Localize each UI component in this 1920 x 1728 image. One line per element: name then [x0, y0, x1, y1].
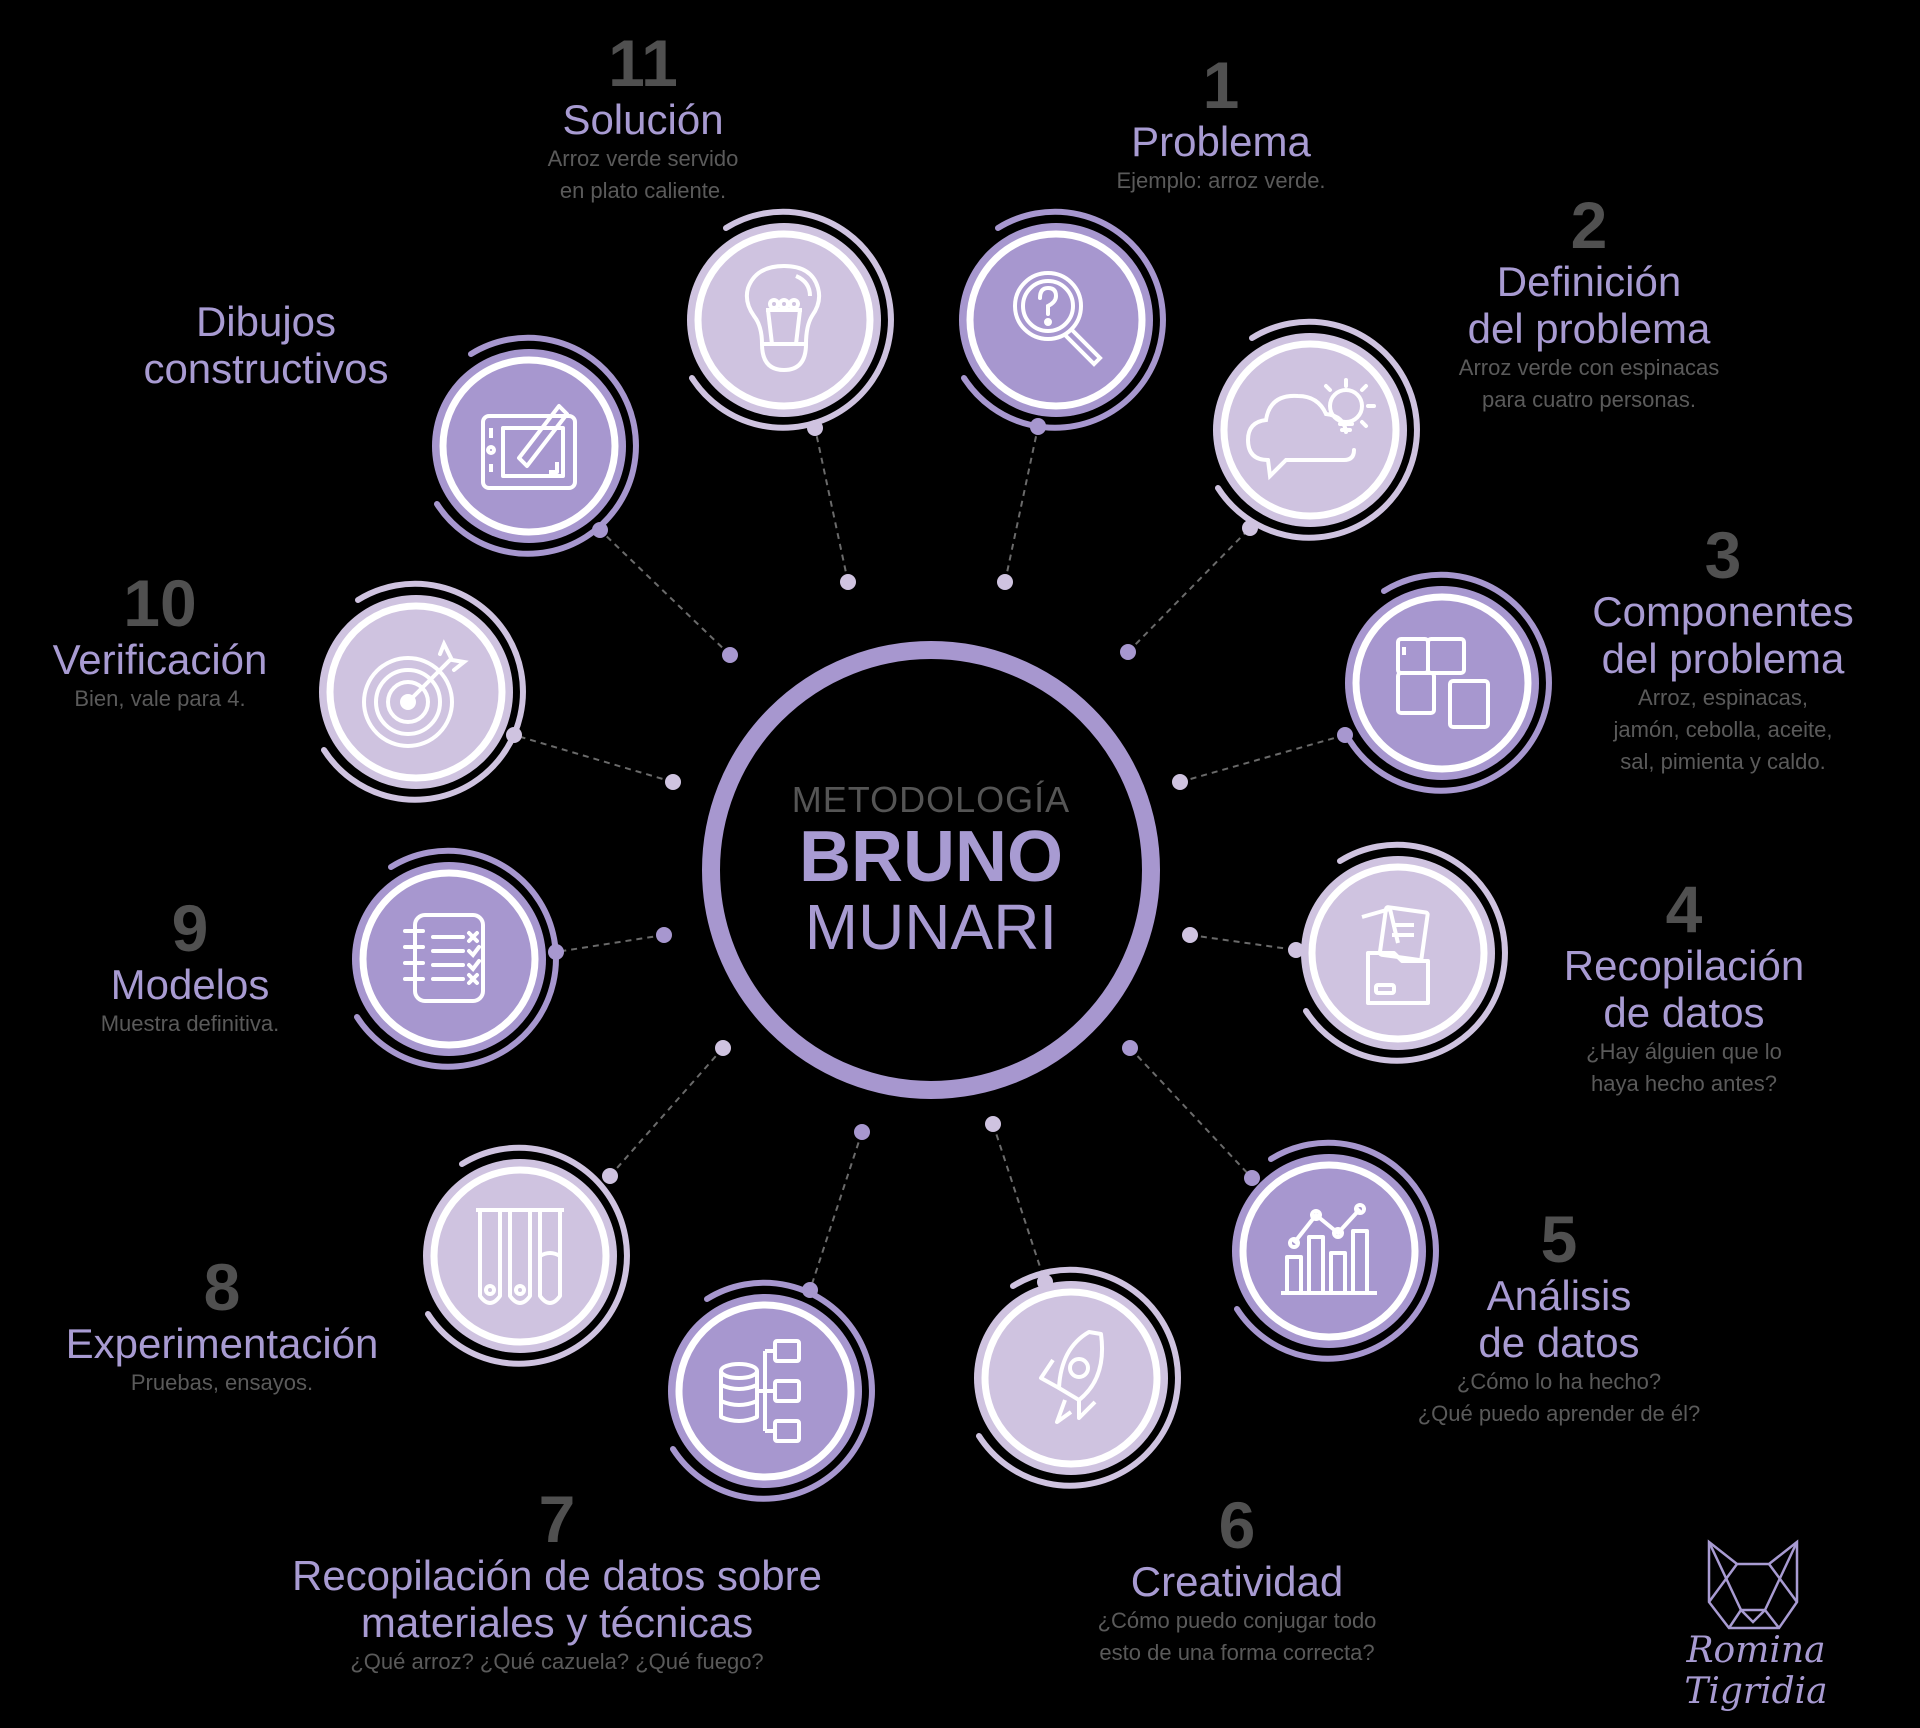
step-description: ¿Hay álguien que lo [1586, 1039, 1782, 1064]
step-2-label: 2 Definición del problema Arroz verde co… [1459, 192, 1719, 416]
step-description: Ejemplo: arroz verde. [1116, 168, 1326, 193]
step-3-node[interactable] [1345, 575, 1549, 791]
step-11-node[interactable] [687, 212, 891, 428]
step-title: Recopilación [1563, 942, 1805, 989]
step-10-node[interactable] [319, 584, 523, 800]
step-8-label: 8 Experimentación Pruebas, ensayos. [66, 1254, 379, 1399]
step-description: ¿Cómo puedo conjugar todo [1097, 1608, 1377, 1633]
step-12-node[interactable] [432, 338, 636, 554]
step-title: Definición [1496, 258, 1682, 305]
step-number: 3 [1704, 518, 1742, 592]
outer-dots [506, 419, 1353, 1298]
rocket-icon [1039, 1330, 1104, 1424]
step-title: Componentes [1592, 588, 1854, 635]
step-title-line2: del problema [1601, 635, 1845, 682]
step-7-node[interactable] [668, 1283, 872, 1499]
step-title: Análisis [1486, 1272, 1632, 1319]
step-9-label: 9 Modelos Muestra definitiva. [101, 895, 280, 1040]
step-description: Muestra definitiva. [100, 1011, 280, 1036]
step-title: Experimentación [65, 1320, 379, 1367]
step-number: 11 [608, 26, 678, 100]
checklist-notebook-icon [403, 913, 485, 1003]
step-title: Verificación [52, 636, 268, 683]
step-description-line2: para cuatro personas. [1481, 387, 1697, 412]
center-ring [702, 641, 1160, 1099]
step-description: ¿Qué arroz? ¿Qué cazuela? ¿Qué fuego? [350, 1649, 764, 1674]
step-description: Arroz verde servido [547, 146, 739, 171]
step-7-label: 7 Recopilación de datos sobre materiales… [292, 1486, 822, 1678]
database-folders-icon [719, 1339, 801, 1443]
signature: Romina Tigridia [1684, 1630, 1828, 1712]
step-title: Problema [1131, 118, 1311, 165]
bar-line-chart-icon [1281, 1203, 1377, 1295]
connectors [513, 426, 1346, 1291]
target-arrow-icon [362, 639, 469, 748]
step-description-line2: en plato caliente. [559, 178, 727, 203]
step-title: Creatividad [1130, 1558, 1344, 1605]
test-tubes-icon [476, 1208, 564, 1305]
step-5-label: 5 Análisis de datos ¿Cómo lo ha hecho? ¿… [1418, 1206, 1701, 1430]
cloud-lightbulb-icon [1245, 378, 1376, 481]
folder-documents-icon [1361, 905, 1430, 1005]
geometric-cat-head-icon [1707, 1539, 1799, 1630]
step-title: Solución [562, 96, 724, 143]
step-description: Bien, vale para 4. [74, 686, 246, 711]
step-6-label: 6 Creatividad ¿Cómo puedo conjugar todo … [1098, 1492, 1377, 1669]
step-10-label: 10 Verificación Bien, vale para 4. [53, 570, 268, 715]
step-description: Pruebas, ensayos. [130, 1370, 314, 1395]
step-11-label: 11 Solución Arroz verde servido en plato… [548, 30, 739, 207]
step-9-node[interactable] [352, 851, 556, 1067]
drawing-tablet-icon [481, 404, 577, 490]
step-number: 1 [1202, 48, 1240, 122]
step-title-line2: de datos [1603, 989, 1765, 1036]
step-description: Arroz verde con espinacas [1458, 355, 1720, 380]
step-number: 5 [1540, 1202, 1578, 1276]
step-description-line2: haya hecho antes? [1591, 1071, 1777, 1096]
step-description: ¿Cómo lo ha hecho? [1456, 1369, 1662, 1394]
step-title-line2: del problema [1467, 305, 1711, 352]
step-description-line2: ¿Qué puedo aprender de él? [1417, 1401, 1701, 1426]
step-number: 2 [1570, 188, 1608, 262]
step-12-label: Dibujos constructivos [143, 298, 388, 392]
step-description-line2: jamón, cebolla, aceite, [1613, 717, 1833, 742]
step-title-line2: de datos [1478, 1319, 1640, 1366]
step-number: 4 [1665, 872, 1703, 946]
step-4-node[interactable] [1301, 845, 1505, 1061]
step-title: Dibujos [195, 298, 337, 345]
step-title: Modelos [110, 961, 270, 1008]
center-title: METODOLOGÍA BRUNO MUNARI [791, 779, 1071, 963]
step-8-node[interactable] [423, 1148, 627, 1364]
step-1-node[interactable] [959, 212, 1163, 434]
step-4-label: 4 Recopilación de datos ¿Hay álguien que… [1564, 876, 1804, 1100]
step-1-label: 1 Problema Ejemplo: arroz verde. [1116, 52, 1325, 197]
step-number: 8 [203, 1250, 241, 1324]
step-title: Recopilación de datos sobre [291, 1552, 823, 1599]
step-number: 7 [538, 1482, 576, 1556]
step-5-node[interactable] [1232, 1143, 1436, 1359]
step-description-line2: esto de una forma correcta? [1099, 1640, 1375, 1665]
step-number: 9 [171, 891, 209, 965]
puzzle-icon [1396, 637, 1490, 729]
step-number: 6 [1218, 1488, 1256, 1562]
step-6-node[interactable] [974, 1270, 1178, 1486]
step-title-line2: materiales y técnicas [360, 1599, 754, 1646]
center-title-line2: BRUNO [798, 817, 1063, 897]
step-number: 10 [123, 566, 197, 640]
step-description: Arroz, espinacas, [1638, 685, 1808, 710]
step-title-line2: constructivos [143, 345, 389, 392]
center-title-line3: MUNARI [804, 891, 1058, 963]
step-3-label: 3 Componentes del problema Arroz, espina… [1592, 522, 1854, 778]
inner-dots [656, 574, 1198, 1140]
magnifier-question-icon [1013, 271, 1103, 367]
step-2-node[interactable] [1213, 322, 1417, 538]
center-title-line1: METODOLOGÍA [791, 779, 1071, 820]
step-description-line3: sal, pimienta y caldo. [1620, 749, 1826, 774]
lightbulb-icon [744, 264, 822, 372]
